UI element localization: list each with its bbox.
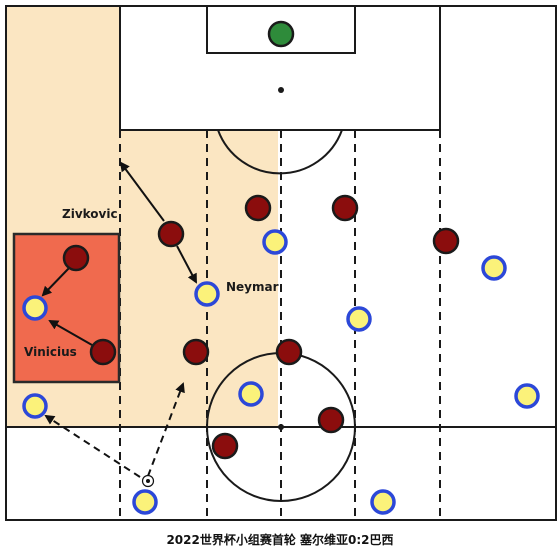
zivkovic-run-up-arrow [119, 161, 165, 222]
yellow-player [514, 383, 540, 409]
highlight-zone-middle [120, 130, 278, 426]
serbia-players [62, 194, 460, 460]
red-player [331, 194, 359, 222]
yellow-player [370, 489, 396, 515]
press-vinicius-arrow-1 [41, 266, 71, 297]
red-player [211, 432, 239, 460]
penalty-spot [278, 87, 284, 93]
pass-forward-arrow [147, 382, 185, 477]
label-zivkovic: Zivkovic [62, 207, 118, 221]
brazil-players [22, 229, 540, 515]
label-neymar: Neymar [226, 280, 279, 294]
yellow-player [132, 489, 158, 515]
channel-lines [119, 130, 441, 520]
yellow-player-vinicius [22, 295, 48, 321]
ball-icon [141, 474, 155, 488]
yellow-player [238, 381, 264, 407]
diagram-caption: 2022世界杯小组赛首轮 塞尔维亚0:2巴西 [166, 533, 394, 547]
yellow-player-neymar [194, 281, 220, 307]
red-player [275, 338, 303, 366]
pass-to-left-arrow [44, 414, 141, 478]
yellow-player [262, 229, 288, 255]
red-player-zivkovic [157, 220, 185, 248]
red-player [244, 194, 272, 222]
goalkeeper-token [267, 20, 295, 48]
red-player [432, 227, 460, 255]
press-vinicius-arrow-2 [48, 320, 93, 346]
tactical-diagram: Zivkovic Neymar Vinicius [4, 4, 557, 522]
label-vinicius: Vinicius [24, 345, 77, 359]
yellow-player [481, 255, 507, 281]
movement-arrows [41, 161, 197, 478]
pitch-svg: Zivkovic Neymar Vinicius [4, 4, 557, 522]
yellow-player [22, 393, 48, 419]
red-player [62, 244, 90, 272]
yellow-player [346, 306, 372, 332]
red-player [317, 406, 345, 434]
goal-area [206, 5, 356, 54]
zivkovic-track-neymar-arrow [176, 245, 197, 284]
red-player [182, 338, 210, 366]
red-player [89, 338, 117, 366]
